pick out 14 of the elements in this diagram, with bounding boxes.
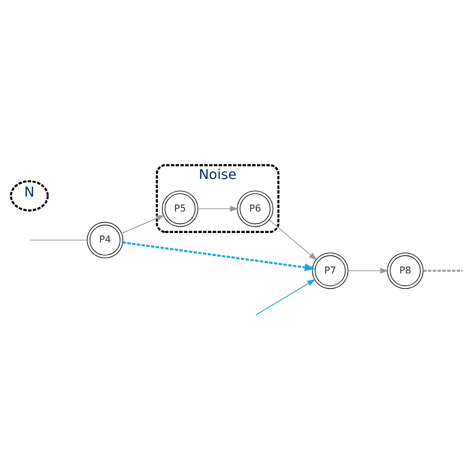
node-circle: P8: [387, 252, 424, 288]
arrow: [198, 205, 239, 212]
node-circle: P4: [86, 221, 124, 258]
connector: [30, 239, 88, 240]
connector: [423, 269, 462, 272]
node-circle: P7: [312, 252, 348, 288]
arrow: [348, 267, 389, 274]
node-circle: P6: [236, 190, 274, 226]
node-circle: P5: [162, 190, 198, 226]
node-ellipse: N: [10, 180, 49, 211]
arrow: [121, 214, 165, 234]
arrow: [122, 240, 316, 271]
arrow: [268, 219, 318, 260]
arrow: [255, 278, 316, 315]
